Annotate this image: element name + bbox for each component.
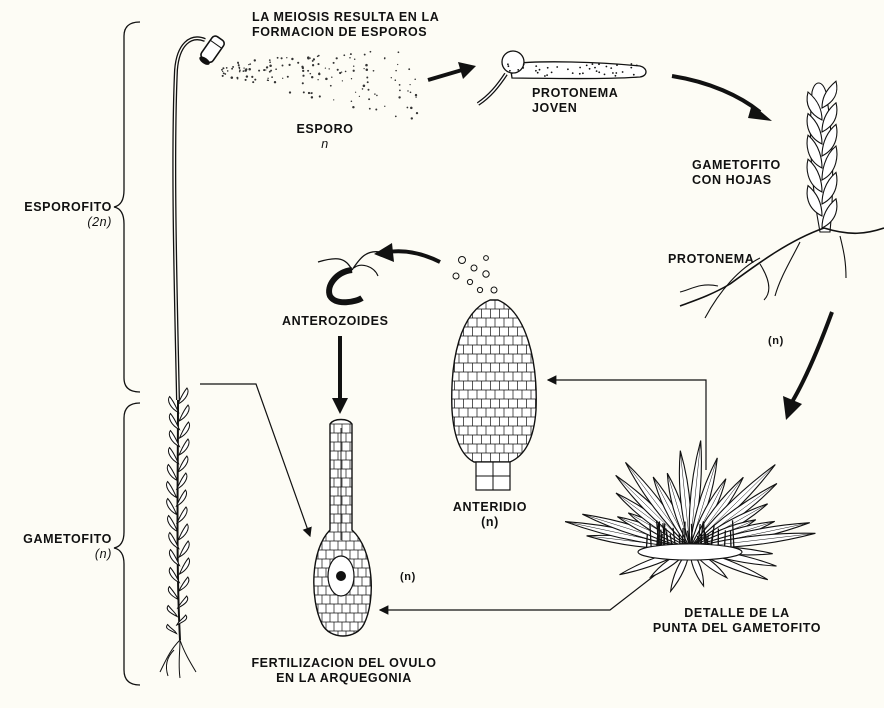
esporofito-label: ESPOROFITO (2n) (24, 200, 112, 229)
anterozoides-label: ANTEROZOIDES (282, 314, 389, 328)
connector-sporophyte-to-archegonium (200, 383, 312, 538)
spore-cloud (221, 50, 419, 120)
gametofito-hojas-label: GAMETOFITO CON HOJAS (692, 158, 781, 187)
protonema-label: PROTONEMA (668, 252, 755, 266)
arrow-spore-to-protonema (427, 68, 463, 82)
sporophyte-seta (172, 36, 206, 401)
esporo-label: ESPORO n (296, 122, 354, 151)
gametophyte-tip-detail (564, 440, 816, 594)
esporofito-bracket (113, 21, 141, 393)
connector-tip-to-archegonium (378, 547, 691, 615)
arrow-antheridium-to-antherozoids (387, 249, 441, 264)
arrow-protonema-to-gametophyte (671, 74, 762, 114)
leafy-moss-stem (159, 387, 197, 679)
gametofito-bracket (113, 402, 141, 686)
gametofito-label: GAMETOFITO (n) (23, 532, 112, 561)
archegonium (313, 418, 372, 637)
ploidy-right-label: (n) (768, 335, 784, 347)
detalle-label: DETALLE DE LA PUNTA DEL GAMETOFITO (652, 606, 822, 635)
antheridium (451, 299, 537, 491)
antherozoid-drawing (317, 251, 381, 306)
meiosis-caption: LA MEIOSIS RESULTA EN LA FORMACION DE ES… (252, 10, 440, 39)
sporophyte-capsule (199, 35, 225, 65)
arrow-gametophyte-to-tip (790, 311, 834, 404)
released-sperm (452, 255, 498, 294)
protonema-joven-label: PROTONEMA JOVEN (532, 86, 619, 115)
anteridio-label: ANTERIDIO (n) (452, 500, 528, 529)
young-protonema (476, 50, 647, 106)
ploidy-center-label: (n) (400, 571, 416, 583)
leafy-gametophyte (679, 80, 884, 319)
fertilizacion-label: FERTILIZACION DEL OVULO EN LA ARQUEGONIA (251, 656, 437, 685)
connector-tip-to-antheridium (546, 375, 707, 470)
